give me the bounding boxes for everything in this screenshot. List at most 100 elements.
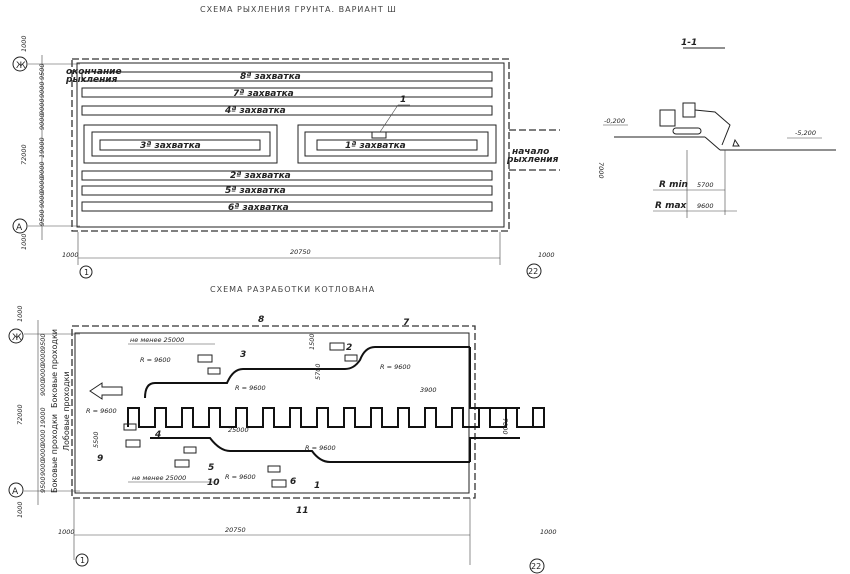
axis-bubble-a <box>12 218 28 234</box>
axis-label-1: 1 <box>84 268 89 277</box>
trench-upper <box>144 346 470 399</box>
top-plan-title: СХЕМА РЫХЛЕНИЯ ГРУНТА. ВАРИАНТ Ш <box>200 5 397 14</box>
truck-9-icon <box>125 439 141 448</box>
truck-3-icon <box>207 367 221 375</box>
dim-25000: 25000 <box>228 426 249 434</box>
svg-text:9000: 9000 <box>39 349 47 366</box>
top-plan-inner-border <box>76 62 505 228</box>
side-passes-label-bottom: Боковые проходки <box>50 414 59 493</box>
radius-label: R = 9600 <box>86 407 117 415</box>
svg-text:9000: 9000 <box>39 429 47 446</box>
front-passes-label: Лобовые проходки <box>62 371 71 451</box>
bottom-plan-inner-border <box>74 332 470 494</box>
truck-7-icon <box>329 342 345 351</box>
axis-label-22: 22 <box>531 562 541 571</box>
section-title: 1-1 <box>681 38 697 48</box>
pit-excavation-scheme: СХЕМА РАЗРАБОТКИ КОТЛОВАНА 2 3 4 <box>8 285 557 574</box>
dim-right-offset: 1000 <box>538 251 555 259</box>
row-dimensions: 9500 9000 9000 9000 19000 9000 9000 9000… <box>39 333 47 493</box>
bottom-plan-title: СХЕМА РАЗРАБОТКИ КОТЛОВАНА <box>210 285 375 294</box>
dim-entry: 7000 <box>597 162 605 179</box>
truck-10-icon <box>174 459 190 468</box>
dim-offset-bottom: 1000 <box>20 233 28 250</box>
dim-5500: 5500 <box>92 431 100 448</box>
axis-bubble-zh <box>12 56 28 72</box>
svg-text:9: 9 <box>97 454 103 464</box>
bottom-plan-outer-border <box>71 325 476 499</box>
excavator-2-icon <box>344 354 358 362</box>
section-1-1: 1-1 -0,200 -5,200 R min 5700 R max 9600 <box>603 38 836 218</box>
svg-text:8: 8 <box>258 315 264 325</box>
svg-text:9500: 9500 <box>39 333 47 350</box>
zone-passes <box>81 71 497 212</box>
level-top: -0,200 <box>604 117 625 125</box>
svg-text:9500: 9500 <box>38 63 46 80</box>
radius-label: R = 9600 <box>140 356 171 364</box>
radius-label: R = 9600 <box>235 384 266 392</box>
axis-label-zh: Ж <box>16 61 26 71</box>
zone-label-3: 3ª захватка <box>140 141 201 151</box>
svg-text:9000: 9000 <box>38 81 46 98</box>
excavator-icon <box>659 102 740 147</box>
zone-label-7: 7ª захватка <box>233 89 294 99</box>
ripper-tractor-icon <box>371 131 387 139</box>
dim-offset-bottom: 1000 <box>16 501 24 518</box>
axis-label-a: А <box>12 487 19 497</box>
loosening-scheme: СХЕМА РЫХЛЕНИЯ ГРУНТА. ВАРИАНТ Ш 8ª захв… <box>12 5 605 279</box>
top-plan-outer-border <box>71 58 510 232</box>
svg-text:9500: 9500 <box>39 476 47 493</box>
callouts: 2 3 4 5 6 7 8 9 10 11 1 <box>97 315 410 516</box>
level-bottom: -5,200 <box>795 129 816 137</box>
truck-11-icon <box>271 479 287 488</box>
svg-text:19000: 19000 <box>39 407 47 428</box>
end-label-line1: окончание <box>66 67 122 77</box>
svg-text:4: 4 <box>154 430 161 440</box>
svg-text:19000: 19000 <box>38 137 46 158</box>
axis-bubble-zh <box>8 328 24 344</box>
axis-bubble-1 <box>75 553 89 567</box>
dim-offset-top: 1000 <box>16 305 24 322</box>
side-passes-label-top: Боковые проходки <box>50 329 59 408</box>
start-label-line2: рыхления <box>506 155 559 165</box>
axis-label-22: 22 <box>528 267 538 276</box>
svg-text:9000: 9000 <box>39 444 47 461</box>
dim-length: 20750 <box>290 248 311 256</box>
min-dist-top: не менее 25000 <box>130 336 184 344</box>
svg-text:9000: 9000 <box>38 113 46 130</box>
axis-bubble-a <box>8 482 24 498</box>
callout-1: 1 <box>400 95 406 105</box>
dim-1500: 1500 <box>308 333 316 350</box>
dim-5700: 5700 <box>314 363 322 380</box>
rmax-label: R max <box>655 201 688 211</box>
axis-label-zh: Ж <box>12 333 22 343</box>
svg-text:6: 6 <box>290 477 296 487</box>
dim-7000: 7000 <box>501 418 509 435</box>
trench-right-end <box>469 347 520 462</box>
svg-text:2: 2 <box>346 343 352 353</box>
dim-right-offset: 1000 <box>540 528 557 536</box>
svg-text:9000: 9000 <box>39 459 47 476</box>
svg-text:5: 5 <box>208 463 214 473</box>
svg-text:10: 10 <box>207 478 220 488</box>
svg-text:9000: 9000 <box>38 98 46 115</box>
dim-offset-top: 1000 <box>20 35 28 52</box>
axis-bubble-22 <box>526 263 542 279</box>
row-dimensions: 9500 9000 9000 9000 19000 9000 9000 9000… <box>38 63 46 226</box>
excavator-4-icon <box>123 423 137 431</box>
zone-label-6: 6ª захватка <box>228 203 289 213</box>
dim-total-vertical: 72000 <box>20 144 28 165</box>
radius-label: R = 9600 <box>225 473 256 481</box>
dim-left-offset: 1000 <box>62 251 79 259</box>
axis-bubble-1 <box>79 265 93 279</box>
section-mark: 1 <box>314 481 320 491</box>
svg-text:9000: 9000 <box>39 364 47 381</box>
trench-lower <box>150 437 470 463</box>
pit-comb-trench <box>127 407 545 428</box>
svg-text:9000: 9000 <box>38 176 46 193</box>
excavator-5-icon <box>183 446 197 454</box>
axis-label-1: 1 <box>80 556 85 565</box>
excavator-6-icon <box>267 465 281 473</box>
direction-arrow-icon <box>89 382 123 400</box>
zone-label-5: 5ª захватка <box>225 186 286 196</box>
